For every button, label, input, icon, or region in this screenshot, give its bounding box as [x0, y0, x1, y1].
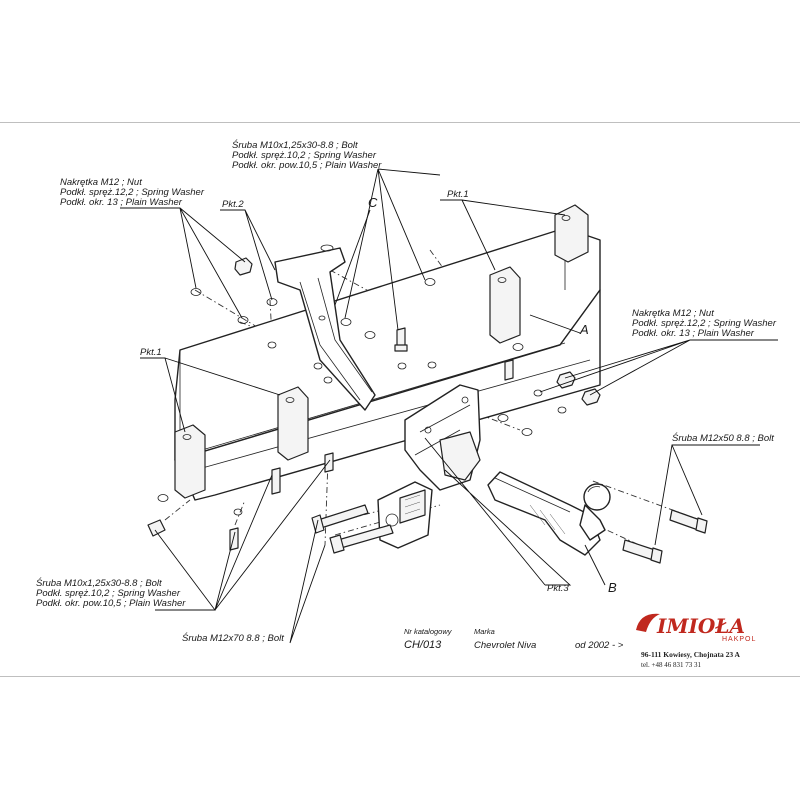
company-logo: IMIOŁA	[656, 614, 745, 638]
catalog-label: Nr katalogowy	[404, 627, 453, 636]
title-block: Nr katalogowy CH/013 Marka Chevrolet Niv…	[404, 627, 624, 651]
pkt3-label: Pkt.3	[547, 583, 569, 594]
drawing-frame	[0, 122, 800, 677]
nut-left-line2: Podkł. spręż.12,2 ; Spring Washer	[60, 187, 205, 198]
brand-value: Chevrolet Niva	[474, 640, 536, 651]
letter-b: B	[608, 580, 617, 595]
logo-swoosh-icon	[636, 613, 660, 632]
bolt-top-line1: Śruba M10x1,25x30-8.8 ; Bolt	[232, 139, 358, 151]
leader-lines	[120, 168, 778, 644]
nut-right-line2: Podkł. spręż.12,2 ; Spring Washer	[632, 318, 777, 329]
cross-beam	[174, 204, 601, 501]
nut-left-line1: Nakrętka M12 ; Nut	[60, 177, 142, 188]
bolt-top-line2: Podkł. spręż.10,2 ; Spring Washer	[232, 150, 377, 161]
letter-c: C	[368, 195, 378, 210]
company-phone: tel. +48 46 831 73 31	[641, 661, 701, 669]
bolts	[147, 327, 708, 564]
catalog-value: CH/013	[404, 639, 442, 651]
nut-left-line3: Podkł. okr. 13 ; Plain Washer	[60, 197, 183, 208]
bolt-bl-line2: Podkł. spręż.10,2 ; Spring Washer	[36, 588, 181, 599]
company-sub: HAKPOL	[722, 636, 756, 643]
tow-ball-neck	[487, 471, 611, 556]
pkt1-top-label: Pkt.1	[447, 189, 469, 200]
letter-a: A	[579, 322, 589, 337]
company-block: IMIOŁA HAKPOL 96-111 Kowiesy, Chojnata 2…	[636, 613, 756, 669]
nut-right-line3: Podkł. okr. 13 ; Plain Washer	[632, 328, 755, 339]
nuts-and-washers	[157, 257, 601, 516]
pkt1-left-label: Pkt.1	[140, 347, 162, 358]
brand-label: Marka	[474, 627, 495, 636]
socket-plate	[377, 481, 433, 549]
annotation-labels: Śruba M10x1,25x30-8.8 ; Bolt Podkł. sprę…	[36, 139, 777, 644]
nut-right-line1: Nakrętka M12 ; Nut	[632, 308, 714, 319]
pkt2-label: Pkt.2	[222, 199, 244, 210]
bolt-m12x70-label: Śruba M12x70 8.8 ; Bolt	[182, 632, 284, 644]
company-address: 96-111 Kowiesy, Chojnata 23 A	[641, 650, 741, 659]
bolt-m12x50-label: Śruba M12x50 8.8 ; Bolt	[672, 432, 774, 444]
bolt-bl-line3: Podkł. okr. pow.10,5 ; Plain Washer	[36, 598, 186, 609]
bolt-top-line3: Podkł. okr. pow.10,5 ; Plain Washer	[232, 160, 382, 171]
bolt-bl-line1: Śruba M10x1,25x30-8.8 ; Bolt	[36, 577, 162, 589]
year-range: od 2002 - >	[575, 640, 624, 651]
side-arm-c	[274, 244, 376, 411]
